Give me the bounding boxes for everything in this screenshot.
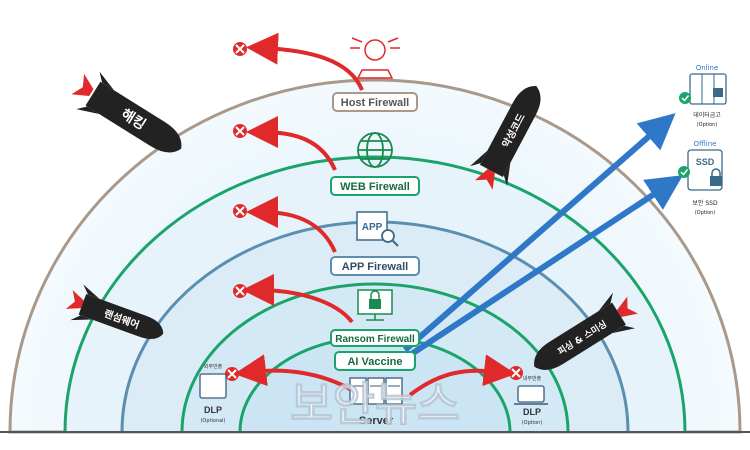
- ransom-firewall-label: Ransom Firewall: [330, 329, 420, 347]
- offline-label: 보안 SSD: [692, 199, 718, 207]
- blocked-x-icon: [233, 284, 247, 298]
- svg-text:APP Firewall: APP Firewall: [342, 261, 408, 273]
- svg-text:Host Firewall: Host Firewall: [341, 97, 409, 109]
- dlp-left-icon: 외부반출 DLP (Optional): [199, 363, 227, 424]
- blocked-x-icon: [225, 367, 239, 381]
- watermark: 보안뉴스: [290, 377, 459, 431]
- dlp-left-label: DLP: [204, 405, 222, 415]
- server-label: Server: [359, 415, 394, 427]
- deflect-arrow-web: [246, 116, 337, 171]
- svg-text:Ransom Firewall: Ransom Firewall: [335, 334, 415, 345]
- app-firewall-label: APP Firewall: [330, 256, 420, 276]
- blocked-x-icon: [233, 204, 247, 218]
- dlp-right-label: DLP: [523, 407, 541, 417]
- leak-arrow-right: [408, 354, 516, 397]
- backup-arrow-online: [403, 113, 676, 353]
- deflect-arrow-ransom: [242, 274, 354, 324]
- dlp-right-icon: 내부반출 DLP (Option): [514, 375, 548, 426]
- globe-icon: [357, 132, 393, 168]
- svg-text:WEB Firewall: WEB Firewall: [340, 181, 410, 193]
- online-title: Online: [696, 64, 719, 72]
- leak-arrow-left: [234, 354, 362, 397]
- offline-ssd: Offline SSD 보안 SSD (Option): [678, 140, 723, 216]
- online-sub: (Option): [697, 122, 718, 128]
- server-icon: [349, 377, 403, 405]
- host-firewall-label: Host Firewall: [332, 92, 418, 112]
- offline-sub: (Option): [695, 210, 716, 216]
- blocked-x-icon: [509, 366, 523, 380]
- blocked-x-icon: [233, 42, 247, 56]
- app-icon-text: APP: [362, 222, 383, 233]
- blocked-x-icon: [233, 124, 247, 138]
- dlp-left-top: 외부반출: [204, 363, 223, 370]
- online-vault: Online 데이터금고 (Option): [679, 64, 727, 128]
- ssd-text: SSD: [696, 157, 715, 167]
- offline-title: Offline: [694, 140, 717, 148]
- dlp-right-top: 내부반출: [523, 375, 542, 382]
- dlp-right-sub: (Option): [522, 420, 543, 426]
- backup-arrow-offline: [408, 175, 684, 358]
- rocket-malware: 악성코드: [469, 86, 541, 190]
- online-label: 데이터금고: [693, 111, 721, 119]
- app-search-icon: APP: [356, 211, 399, 247]
- web-firewall-label: WEB Firewall: [330, 176, 420, 196]
- rocket-phishing: 피싱 & 스미싱: [534, 292, 638, 370]
- rocket-hacking: 해킹: [71, 71, 182, 153]
- monitor-lock-icon: [357, 289, 393, 321]
- deflect-arrow-host: [246, 32, 364, 91]
- svg-text:AI Vaccine: AI Vaccine: [347, 356, 402, 368]
- hacker-icon: [350, 37, 400, 79]
- ai-vaccine-label: AI Vaccine: [334, 351, 416, 371]
- dlp-left-sub: (Optional): [200, 418, 225, 424]
- deflect-arrow-app: [246, 196, 337, 253]
